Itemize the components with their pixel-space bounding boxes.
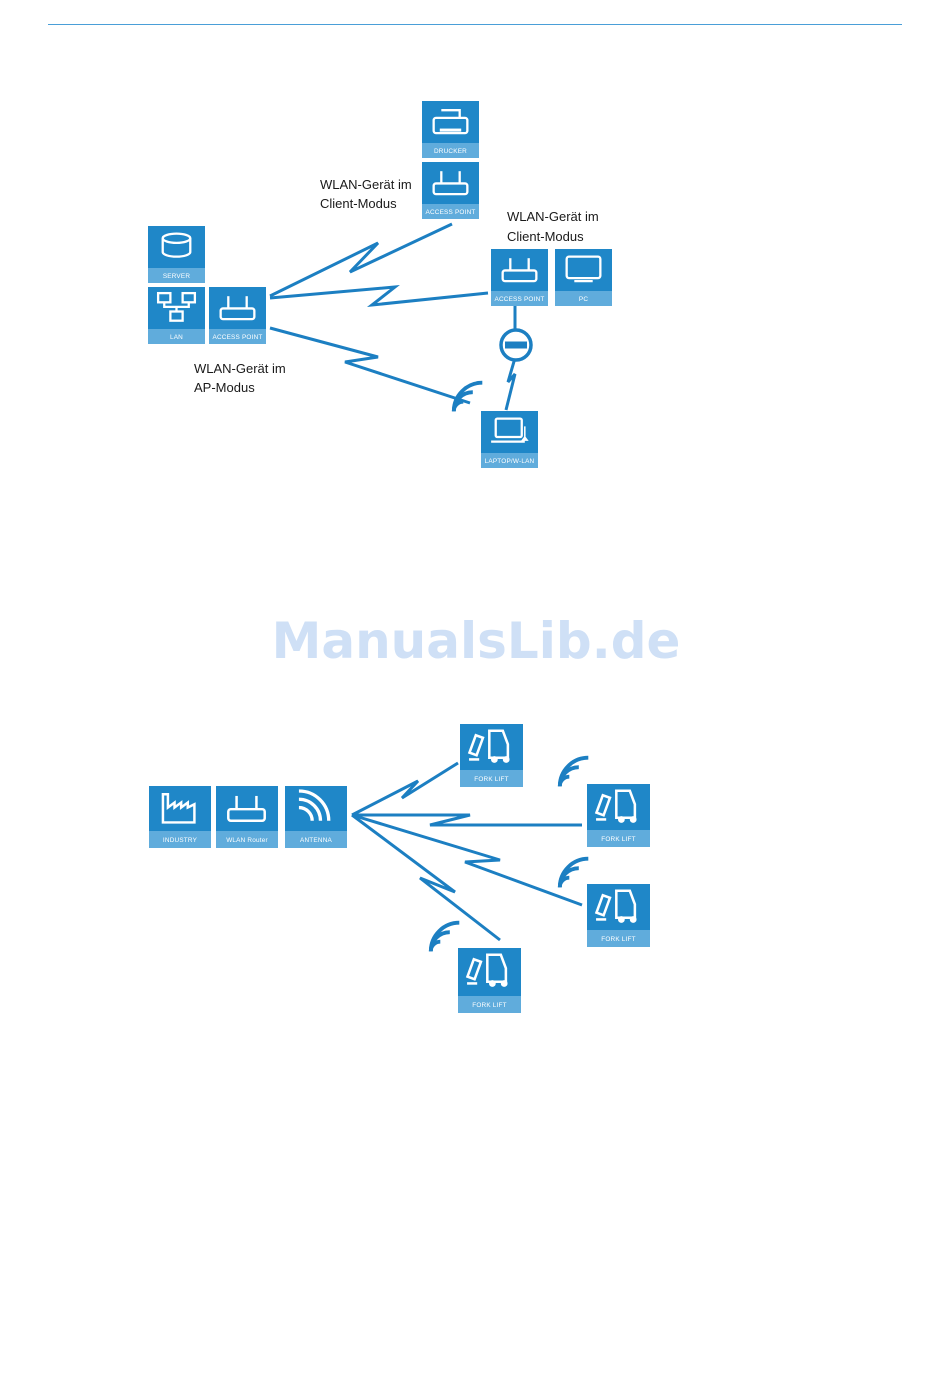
forklift-4-label: FORK LIFT [472, 1002, 506, 1009]
client1-label-line2: Client-Modus [320, 196, 397, 211]
ap-mode-label-line2: AP-Modus [194, 380, 255, 395]
tile-access-point-main: ACCESS POINT [209, 287, 266, 344]
wifi-waves-icon [431, 923, 460, 952]
tile-pc: PC [555, 249, 612, 306]
wireless-link-to-forklift2 [352, 815, 582, 825]
access-point-client2-label: ACCESS POINT [495, 296, 545, 303]
tile-wlan-router: WLAN Router [216, 786, 278, 848]
tile-server: SERVER [148, 226, 205, 283]
tile-forklift-2: FORK LIFT [587, 784, 650, 847]
server-label: SERVER [163, 273, 191, 280]
forklift-1-label: FORK LIFT [474, 776, 508, 783]
ap-mode-label-line1: WLAN-Gerät im [194, 361, 286, 376]
access-point-client1-label: ACCESS POINT [426, 209, 476, 216]
wireless-link-ap-to-laptop [270, 328, 470, 403]
wireless-link-to-forklift3 [352, 815, 582, 905]
top-network-diagram: DRUCKER ACCESS POINT SERVER LAN ACCESS P… [148, 101, 612, 468]
wireless-link-to-forklift1 [352, 763, 458, 815]
router-label: WLAN Router [226, 837, 268, 844]
tile-drucker: DRUCKER [422, 101, 479, 158]
industry-label: INDUSTRY [163, 837, 198, 844]
tile-forklift-4: FORK LIFT [458, 948, 521, 1013]
client2-label-line1: WLAN-Gerät im [507, 209, 599, 224]
antenna-label: ANTENNA [300, 837, 332, 844]
bottom-network-diagram: INDUSTRY WLAN Router ANTENNA FORK LIFT F… [149, 724, 650, 1013]
wifi-waves-icon [454, 383, 483, 412]
drucker-label: DRUCKER [434, 148, 467, 155]
lan-label: LAN [170, 334, 183, 341]
wireless-link-ap-to-client1 [270, 224, 452, 296]
tile-forklift-3: FORK LIFT [587, 884, 650, 947]
client2-label-line2: Client-Modus [507, 229, 584, 244]
tile-lan: LAN [148, 287, 205, 344]
forklift-3-label: FORK LIFT [601, 936, 635, 943]
tile-antenna: ANTENNA [285, 786, 347, 848]
tile-access-point-client2: ACCESS POINT [491, 249, 548, 306]
client1-label-line1: WLAN-Gerät im [320, 177, 412, 192]
forklift-2-label: FORK LIFT [601, 836, 635, 843]
wifi-waves-icon [560, 859, 589, 888]
wireless-link-to-forklift4 [352, 815, 500, 940]
wireless-link-ap-to-client2 [270, 287, 488, 305]
wifi-waves-icon [560, 758, 589, 787]
blocked-icon-bar [505, 342, 527, 349]
tile-industry: INDUSTRY [149, 786, 211, 848]
tile-laptop: LAPTOP/W-LAN [481, 411, 538, 468]
laptop-label: LAPTOP/W-LAN [485, 458, 535, 465]
access-point-main-label: ACCESS POINT [213, 334, 263, 341]
tile-access-point-client1: ACCESS POINT [422, 162, 479, 219]
tile-forklift-1: FORK LIFT [460, 724, 523, 787]
pc-label: PC [579, 296, 588, 303]
watermark: ManualsLib.de [272, 612, 681, 670]
